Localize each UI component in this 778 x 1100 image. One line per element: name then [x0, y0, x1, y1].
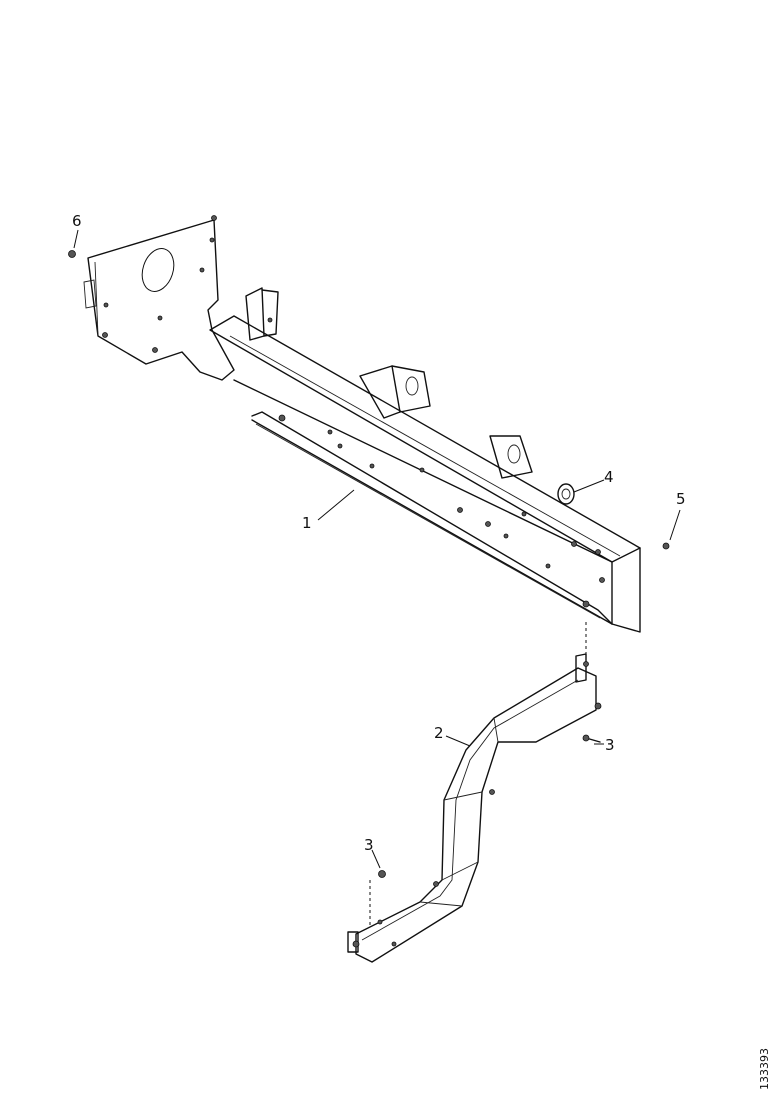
- leader-3a: [371, 849, 381, 869]
- lower-support-bracket: [347, 653, 602, 963]
- fastener-3-right: [582, 734, 601, 743]
- callout-3: 3: [364, 836, 374, 854]
- drawing-reference-number: 133393: [758, 1048, 771, 1090]
- callout-1: 1: [302, 514, 312, 532]
- callout-5: 5: [676, 490, 686, 508]
- leader-4: [573, 479, 605, 493]
- callout-3: 3: [605, 736, 615, 754]
- fastener-5: [662, 542, 670, 550]
- fastener-3-lower: [378, 870, 386, 878]
- leader-5: [669, 509, 681, 541]
- left-mounting-plate: [83, 215, 235, 381]
- callout-2: 2: [434, 724, 444, 742]
- bushing: [557, 483, 575, 505]
- callout-4: 4: [604, 468, 614, 486]
- callout-6: 6: [72, 212, 82, 230]
- leader-2: [445, 735, 471, 747]
- fastener-6: [68, 250, 76, 258]
- leader-1: [317, 489, 355, 521]
- main-crossmember-beam: [209, 287, 641, 633]
- leader-6: [73, 229, 79, 249]
